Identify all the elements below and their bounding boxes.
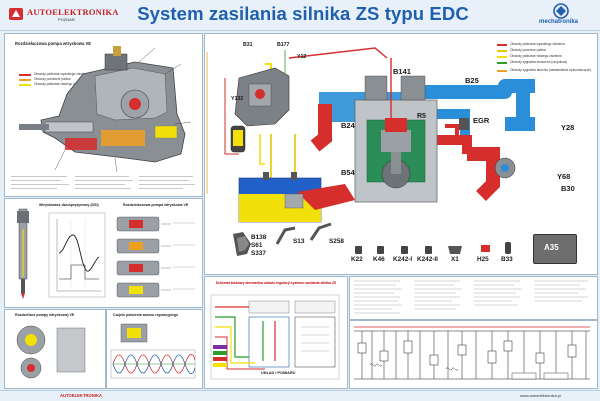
legend-table-lines [354, 280, 588, 314]
main-diagram-panel: B31 B177 Y12 Y132 B141 B25 R5 EGR B24 Y2… [204, 33, 598, 275]
label-s258: S258 [329, 238, 344, 245]
ecu-box: A35 [533, 234, 577, 264]
legend-item: Obwody paliwowe niskiego ciśnienia [34, 82, 86, 86]
footer-url: www.autoelektronika.pl [520, 393, 561, 398]
label-b33: B33 [501, 256, 513, 263]
label-y28: Y28 [561, 123, 575, 132]
mechatronika-icon [553, 3, 569, 19]
injector-title-right: Rozdzielaczowa pompa wtryskowa VE [123, 203, 189, 207]
label-k46: K46 [373, 256, 385, 263]
label-b31: B31 [243, 42, 253, 48]
main-system-diagram [206, 47, 535, 223]
wiring-diagram [354, 326, 590, 380]
injector-panel: Wtryskiwacz dwusprężynowy (DSI) Rozdziel… [4, 198, 203, 308]
ve-pump-cutaway-icon [19, 46, 192, 173]
diagnostic-connector-icon [448, 246, 462, 254]
label-b30: B30 [561, 184, 575, 193]
connector-k22-icon [355, 246, 362, 254]
label-s13: S13 [293, 238, 305, 245]
label-b138: B138 [251, 234, 267, 241]
label-y12: Y12 [297, 54, 307, 60]
label-r5: R5 [417, 113, 426, 120]
legend-item: Obwody powrotne paliwa [510, 48, 546, 52]
legend-item: Obwody pośrednie paliwa [34, 77, 71, 81]
valve-sensor-panel: Czujnik położenia zaworu regulacyjnego [106, 309, 203, 389]
legend-item: Obwody paliwowe wysokiego ciśnienia [510, 42, 565, 46]
ecu-block-diagram [210, 294, 340, 380]
label-k242-ii: K242-II [417, 256, 438, 263]
legend-item: Obwody sygnałów aktorów (nastawników wyk… [510, 68, 592, 72]
label-b24: B24 [341, 121, 355, 130]
legend-item: Obwody sygnałów sensorów (czujników) [510, 60, 568, 64]
sensor-b33-icon [505, 242, 511, 254]
warning-lamp-icon [481, 245, 490, 252]
label-b54: B54 [341, 168, 355, 177]
footer-brand: AUTOELEKTRONIKA [60, 393, 103, 398]
label-b177: B177 [277, 42, 290, 48]
brand-sub: POZNAŃ [58, 17, 75, 22]
label-a35: A35 [544, 243, 559, 252]
distributor-drawing-icon [16, 325, 86, 379]
injector-drawing-icon [17, 208, 195, 299]
brand-mark-icon [9, 8, 23, 20]
label-x1: X1 [451, 256, 459, 263]
distributor-title: Rozdzielacz pompy wtryskowej VE [15, 313, 75, 317]
injector-title: Wtryskiwacz dwusprężynowy (DSI) [39, 203, 99, 207]
valve-sensor-drawing-icon [110, 323, 196, 379]
label-k22: K22 [351, 256, 363, 263]
ecu-block-label: UKŁAD I POMIARU [261, 371, 296, 375]
label-k242-i: K242-I [393, 256, 413, 263]
page-title: System zasilania silnika ZS typu EDC [137, 3, 469, 24]
wiring-diagram-panel [349, 320, 598, 389]
brand-logo: AUTOELEKTRONIKA POZNAŃ [8, 6, 118, 23]
connector-k242-ii-icon [425, 246, 432, 254]
ve-pump-parts-list [11, 174, 197, 194]
brake-switch-icon [275, 226, 296, 245]
pedal-sensor-icon [233, 232, 251, 256]
legend-item: Obwody paliwowe niskiego ciśnienia [510, 54, 562, 58]
header-bar [0, 0, 600, 31]
ecu-block-diagram-panel: Schemat blokowy sterownika układu regula… [204, 276, 348, 389]
valve-sensor-title: Czujnik położenia zaworu regulacyjnego [113, 313, 179, 317]
label-h25: H25 [477, 256, 489, 263]
distributor-panel: Rozdzielacz pompy wtryskowej VE [4, 309, 106, 389]
diagram-legend: Obwody paliwowe wysokiego ciśnienia Obwo… [497, 42, 593, 80]
label-s337: S337 [251, 250, 266, 257]
clutch-switch-icon [309, 222, 332, 241]
label-s61: S61 [251, 242, 263, 249]
partner-logo: mechatronika [525, 3, 597, 27]
connector-k46-icon [377, 246, 384, 254]
label-y132: Y132 [231, 96, 244, 102]
brand-name: AUTOELEKTRONIKA [27, 7, 119, 17]
label-y68: Y68 [557, 172, 571, 181]
legend-table-panel [349, 276, 598, 320]
ecu-block-title: Schemat blokowy sterownika układu regula… [215, 281, 337, 285]
partner-logo-text: mechatronika [539, 19, 579, 25]
ve-pump-panel: Rozdzielaczowa pompa wtryskowa VE Obwody… [4, 33, 203, 197]
connector-k242-i-icon [401, 246, 408, 254]
label-egr: EGR [473, 116, 490, 125]
label-b25: B25 [465, 76, 479, 85]
footer-bar: AUTOELEKTRONIKA www.autoelektronika.pl [0, 390, 600, 401]
label-b141: B141 [393, 67, 411, 76]
ve-pump-title: Rozdzielaczowa pompa wtryskowa VE [15, 41, 92, 46]
legend-item: Obwody paliwowe wysokiego ciśnienia [34, 72, 89, 76]
